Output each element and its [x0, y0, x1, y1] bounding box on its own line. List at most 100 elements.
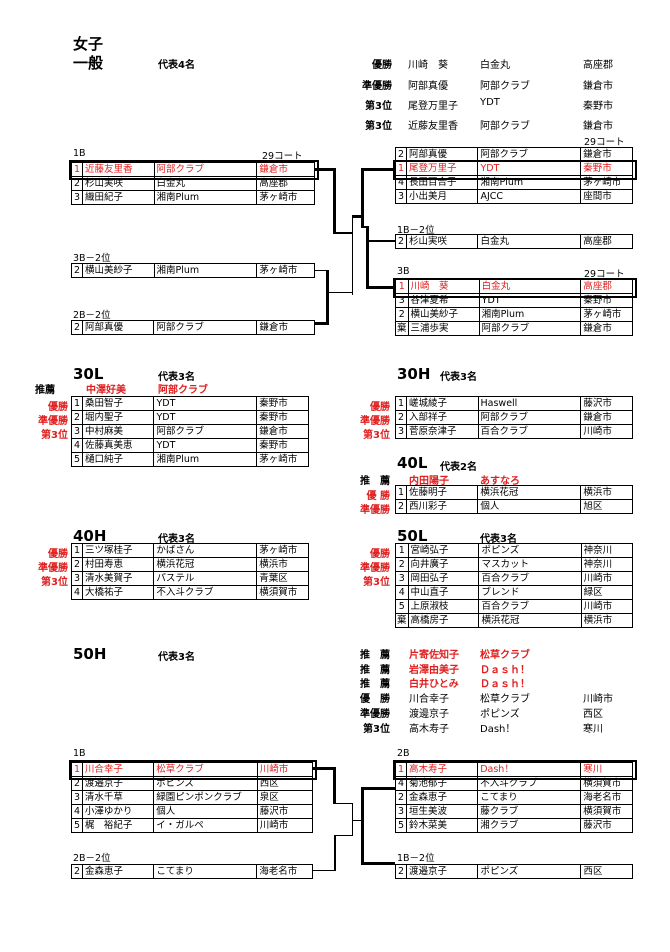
rank-label: 準優勝 — [360, 563, 390, 574]
seed-cell: 4 — [71, 804, 83, 819]
player-cell: 杉山実咲 — [405, 234, 479, 249]
result-club: ポピンズ — [480, 709, 520, 720]
club-cell: 百合クラブ — [478, 571, 582, 586]
bracket-line — [333, 767, 336, 804]
club-cell: 不入斗クラブ — [153, 585, 258, 600]
bracket-line — [361, 787, 395, 790]
player-cell: 佐藤明子 — [405, 485, 479, 500]
rank-label: 準優勝 — [360, 416, 390, 427]
bracket-line — [352, 215, 362, 218]
bracket-line — [361, 787, 364, 864]
rank-label: 推 薦 — [360, 650, 390, 661]
player-cell: 杉山実咲 — [81, 176, 155, 191]
seed-cell: 1 — [71, 543, 83, 558]
city-cell: 茅ヶ崎市 — [580, 307, 633, 322]
rep-count: 代表3名 — [158, 534, 195, 545]
player-cell: 渡邉京子 — [405, 864, 479, 879]
club-cell: 百合クラブ — [477, 424, 582, 439]
player-cell: 近藤友里香 — [81, 162, 155, 177]
city-cell: 秦野市 — [256, 410, 309, 425]
rank-label: 第3位 — [363, 577, 390, 588]
rep-count: 代表3名 — [158, 372, 195, 383]
player-cell: 清水美賀子 — [81, 571, 155, 586]
result-club: Dash！ — [480, 724, 516, 735]
club-cell: 白金丸 — [478, 279, 582, 294]
result-club: YDT — [480, 97, 500, 108]
player-cell: 小出美月 — [405, 189, 479, 204]
city-cell: 旭区 — [580, 499, 633, 514]
club-cell: 湘南Plum — [153, 263, 258, 278]
player-cell: 岡田弘子 — [407, 571, 480, 586]
seed-cell: 2 — [395, 499, 407, 514]
club-cell: 個人 — [477, 499, 582, 514]
seed-cell: 2 — [71, 557, 83, 572]
city-cell: 茅ヶ崎市 — [256, 543, 309, 558]
rank-label: 第3位 — [365, 121, 392, 132]
seed-cell: 2 — [71, 776, 83, 791]
rank-label: 第3位 — [41, 577, 68, 588]
rank-label: 第3位 — [363, 430, 390, 441]
rank-label: 第3位 — [41, 430, 68, 441]
club-cell: 湘南Plum — [153, 190, 258, 205]
rank-label: 第3位 — [363, 724, 390, 735]
table-row: 棄三浦歩実阿部クラブ鎌倉市 — [395, 321, 633, 336]
result-name: 尾登万里子 — [408, 101, 458, 112]
player-cell: 高橋房子 — [407, 613, 480, 628]
player-cell: 宮崎弘子 — [407, 543, 480, 558]
group-label: 2B－2位 — [73, 853, 111, 864]
player-cell: 小澤ゆかり — [81, 804, 155, 819]
general-heading: 一般 — [73, 54, 104, 72]
city-cell: 秦野市 — [256, 438, 309, 453]
player-cell: 梶 裕紀子 — [81, 818, 155, 833]
club-cell: 阿部クラブ — [153, 320, 258, 335]
group-label: 3B — [397, 266, 410, 277]
city-cell: 寒川 — [580, 762, 633, 777]
seed-cell: 3 — [71, 424, 83, 439]
club-cell: 不入斗クラブ — [477, 776, 582, 791]
player-cell: 入部祥子 — [405, 410, 479, 425]
suisen-club: 阿部クラブ — [158, 385, 208, 396]
court-label: 29コート — [262, 151, 303, 162]
city-cell: 鎌倉市 — [256, 162, 315, 177]
result-club: 阿部クラブ — [480, 81, 530, 92]
player-cell: 横山美紗子 — [407, 307, 480, 322]
rank-label: 準優勝 — [360, 709, 390, 720]
bracket-line — [366, 240, 395, 242]
city-cell: 藤沢市 — [580, 818, 633, 833]
player-cell: 金森恵子 — [405, 790, 479, 805]
result-name: 川合幸子 — [409, 694, 449, 705]
club-cell: こてまり — [153, 864, 258, 879]
club-cell: ブレンド — [478, 585, 582, 600]
seed-cell: 2 — [395, 864, 407, 879]
club-cell: ポピンズ — [478, 543, 582, 558]
player-cell: 向井廣子 — [407, 557, 480, 572]
rep-count: 代表3名 — [440, 372, 477, 383]
player-cell: 尾登万里子 — [405, 161, 479, 176]
city-cell: 座間市 — [580, 189, 633, 204]
player-cell: 大橋祐子 — [81, 585, 155, 600]
seed-cell: 1 — [71, 762, 83, 777]
player-cell: 垣生美波 — [405, 804, 479, 819]
seed-cell: 3 — [71, 790, 83, 805]
club-cell: ポピンズ — [153, 776, 258, 791]
club-cell: 緑園ピンポンクラブ — [153, 790, 258, 805]
rank-label: 推 薦 — [360, 679, 390, 690]
bracket-line — [352, 215, 353, 295]
city-cell: 横浜市 — [256, 557, 309, 572]
bracket-line — [315, 322, 329, 325]
